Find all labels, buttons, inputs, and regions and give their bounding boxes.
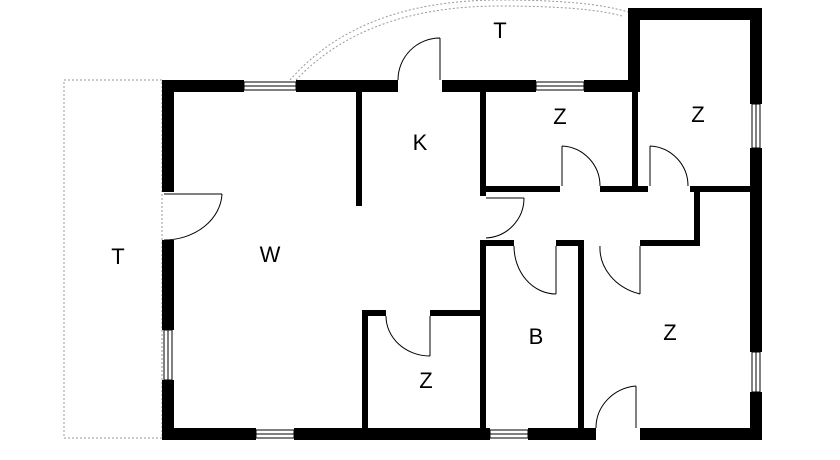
terrace-door bbox=[163, 193, 223, 241]
room-door bbox=[649, 145, 689, 187]
room-label-room-bottom-right: Z bbox=[663, 320, 676, 345]
room-label-room-top-right: Z bbox=[691, 102, 704, 127]
interior-walls bbox=[356, 92, 750, 440]
room-door bbox=[561, 145, 601, 187]
room-label-terrace-left: T bbox=[111, 244, 124, 269]
small-room-door bbox=[385, 315, 431, 357]
top-terrace-outline bbox=[289, 0, 629, 81]
bathroom-door bbox=[513, 245, 557, 295]
back-door bbox=[595, 385, 637, 429]
windows bbox=[163, 81, 761, 439]
room-label-bathroom: B bbox=[529, 324, 544, 349]
entrance-door bbox=[397, 37, 441, 81]
room-label-kitchen: K bbox=[413, 130, 428, 155]
room-label-room-small: Z bbox=[419, 368, 432, 393]
room-label-terrace-top: T bbox=[493, 18, 506, 43]
room-door bbox=[599, 245, 641, 295]
doors bbox=[163, 37, 689, 429]
room-label-room-top-middle: Z bbox=[553, 104, 566, 129]
room-label-living: W bbox=[260, 242, 281, 267]
outer-walls bbox=[162, 8, 762, 440]
terrace-outlines bbox=[63, 0, 629, 439]
kitchen-door bbox=[485, 197, 525, 239]
